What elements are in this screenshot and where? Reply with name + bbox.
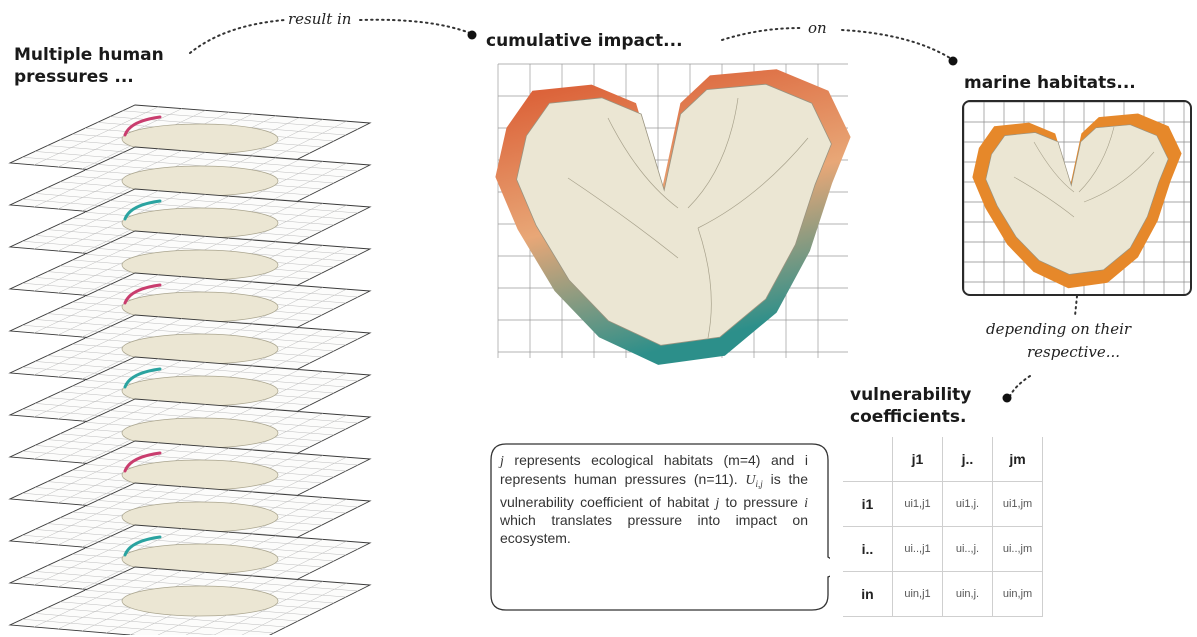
table-cell: uin,jm	[993, 572, 1043, 617]
depending-label: depending on their respective...	[986, 318, 1131, 364]
connector-dot-vulnerability	[1003, 394, 1012, 403]
vulnerability-label: vulnerability coefficients.	[850, 384, 971, 428]
connector-respective-vulnerability	[1010, 376, 1030, 396]
table-cell: ui..,jm	[993, 527, 1043, 572]
result-in-label: result in	[288, 10, 351, 28]
marine-habitats-panel	[962, 100, 1192, 296]
table-cell: uin,j1	[893, 572, 943, 617]
island-land	[517, 84, 832, 345]
connector-dot-impact	[468, 31, 477, 40]
pressure-layer-stack	[0, 95, 380, 635]
table-corner	[843, 437, 893, 482]
table-cell: ui1,jm	[993, 482, 1043, 527]
cumulative-impact-label: cumulative impact...	[486, 30, 683, 52]
marine-habitats-map	[964, 102, 1190, 294]
row-header: in	[843, 572, 893, 617]
on-label: on	[808, 19, 827, 37]
table-row: in uin,j1 uin,j. uin,jm	[843, 572, 1043, 617]
table-cell: uin,j.	[943, 572, 993, 617]
cumulative-impact-map	[488, 58, 858, 370]
col-header: j..	[943, 437, 993, 482]
row-header: i..	[843, 527, 893, 572]
connector-impact-on	[722, 28, 800, 40]
table-header-row: j1 j.. jm	[843, 437, 1043, 482]
pressures-label: Multiple human pressures ...	[14, 44, 164, 88]
row-header: i1	[843, 482, 893, 527]
connector-resultin-impact	[360, 20, 470, 33]
connector-on-habitats	[842, 30, 950, 58]
connector-habitats-depending	[1075, 296, 1077, 316]
table-cell: ui1,j1	[893, 482, 943, 527]
vulnerability-table: j1 j.. jm i1 ui1,j1 ui1,j. ui1,jm i.. ui…	[843, 437, 1043, 617]
table-row: i.. ui..,j1 ui..,j. ui..,jm	[843, 527, 1043, 572]
connector-dot-habitats	[949, 57, 958, 66]
col-header: jm	[993, 437, 1043, 482]
table-cell: ui..,j.	[943, 527, 993, 572]
marine-habitats-label: marine habitats...	[964, 72, 1136, 94]
table-cell: ui..,j1	[893, 527, 943, 572]
col-header: j1	[893, 437, 943, 482]
table-cell: ui1,j.	[943, 482, 993, 527]
table-row: i1 ui1,j1 ui1,j. ui1,jm	[843, 482, 1043, 527]
connector-pressures-impact	[190, 20, 285, 53]
callout-text: j represents ecological habitats (m=4) a…	[500, 452, 808, 547]
